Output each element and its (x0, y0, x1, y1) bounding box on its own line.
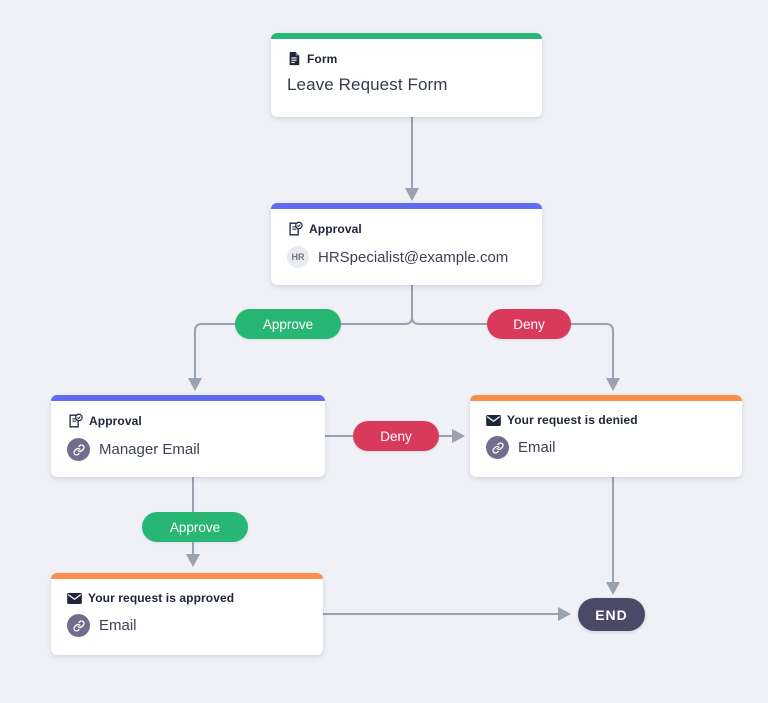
edge-lines (192, 117, 614, 615)
link-icon (67, 438, 90, 461)
node-title: Leave Request Form (287, 75, 448, 94)
node-manager-approval[interactable]: Approval Manager Email (51, 395, 325, 477)
node-type-label: Form (307, 51, 338, 66)
edge-arrowheads (186, 188, 620, 621)
node-form[interactable]: Form Leave Request Form (271, 33, 542, 117)
node-hr-approval[interactable]: Approval HR HRSpecialist@example.com (271, 203, 542, 285)
accent-bar (271, 203, 542, 209)
envelope-icon (486, 414, 501, 426)
channel-field: Email (518, 439, 556, 456)
node-type-label: Approval (309, 222, 362, 236)
branch-pill-approve-hr[interactable]: Approve (235, 309, 341, 339)
node-type-label: Your request is denied (507, 413, 638, 427)
node-approved-email[interactable]: Your request is approved Email (51, 573, 323, 655)
link-icon (67, 614, 90, 637)
branch-pill-approve-manager[interactable]: Approve (142, 512, 248, 542)
channel-field: Email (99, 617, 137, 634)
branch-pill-deny-manager[interactable]: Deny (353, 421, 439, 451)
node-denied-email[interactable]: Your request is denied Email (470, 395, 742, 477)
branch-pill-deny-hr[interactable]: Deny (487, 309, 571, 339)
link-icon (486, 436, 509, 459)
accent-bar (51, 573, 323, 579)
end-node[interactable]: END (578, 598, 645, 631)
assignee-avatar: HR (287, 246, 309, 268)
clipboard-check-icon (287, 221, 303, 237)
node-type-label: Approval (89, 414, 142, 428)
node-type-label: Your request is approved (88, 591, 235, 605)
assignee-field: Manager Email (99, 441, 200, 458)
accent-bar (271, 33, 542, 39)
envelope-icon (67, 592, 82, 604)
accent-bar (470, 395, 742, 401)
clipboard-check-icon (67, 413, 83, 429)
accent-bar (51, 395, 325, 401)
assignee-email: HRSpecialist@example.com (318, 248, 509, 266)
document-icon (287, 51, 301, 66)
